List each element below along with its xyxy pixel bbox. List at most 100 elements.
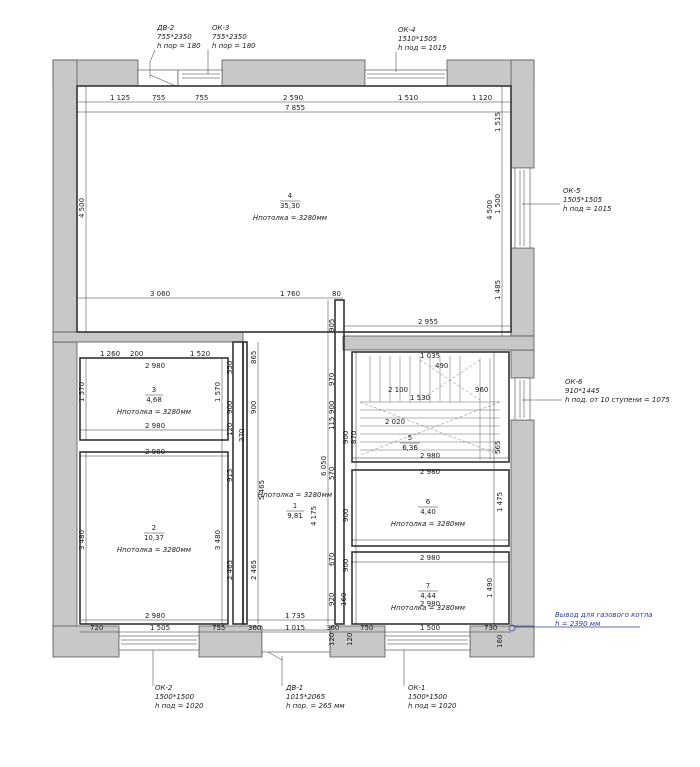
dim-r5-6: 2 020 xyxy=(385,418,405,426)
room-1-area: 9,81 xyxy=(287,512,303,520)
room-1-number: 1 xyxy=(293,502,297,510)
ok5-window xyxy=(514,167,531,249)
dim-s-6: 900 xyxy=(342,431,350,444)
dim-bot-10: 730 xyxy=(484,624,497,632)
ok4-name: ОК-4 xyxy=(398,26,415,34)
right-room-dimensions: 1 035 490 2 100 1 530 960 2 020 2 980 2 … xyxy=(385,352,488,562)
openings xyxy=(118,69,531,661)
ok1-size: 1500*1500 xyxy=(408,693,448,701)
room-7-outline xyxy=(351,551,510,625)
ok2-name: ОК-2 xyxy=(155,684,173,692)
dim-bot-6: 360 xyxy=(248,624,261,632)
callout-ok2: ОК-2 1500*1500 h под = 1020 xyxy=(152,650,204,710)
dim-s-1: 905 xyxy=(328,319,336,332)
wall-bottom-right xyxy=(469,625,535,658)
room-4-outline xyxy=(76,85,512,333)
ok5-h: h под = 1015 xyxy=(563,205,612,213)
ok1-h: h под = 1020 xyxy=(408,702,457,710)
room-5-label: 5 6,36 xyxy=(400,434,420,452)
partition-right xyxy=(334,299,345,625)
dim-r6-t: 2 980 xyxy=(420,468,440,476)
dim-bot-7: 360 xyxy=(326,624,339,632)
wall-left-upper xyxy=(52,59,78,333)
dim-s-16: 920 xyxy=(328,593,336,606)
gas-line2: h = 2390 мм xyxy=(555,620,601,628)
dim-r5-1: 1 035 xyxy=(420,352,440,360)
dim-top-4: 2 590 xyxy=(283,94,303,102)
dv2-size: 755*2350 xyxy=(157,33,192,41)
wall-bottom-left xyxy=(52,625,120,658)
room-7-number: 7 xyxy=(426,582,430,590)
dim-mid-1: 3 060 xyxy=(150,290,170,298)
dim-v3-2: 900 xyxy=(226,401,234,414)
ok3-size: 755*2350 xyxy=(212,33,247,41)
wall-right-ok6-top xyxy=(510,349,535,379)
partition-left-inner xyxy=(242,341,248,625)
top-dimensions: 1 125 755 755 2 590 1 510 1 120 7 855 xyxy=(110,94,492,112)
callout-dv1: ДВ-1 1015*2065 h пор. = 265 мм xyxy=(281,656,345,710)
callout-ok6: ОК-6 910*1445 h под. от 10 ступени = 107… xyxy=(522,378,670,404)
dim-v3-1: 1 570 xyxy=(214,382,222,402)
dim-r5-5: 960 xyxy=(475,386,488,394)
dim-r2-t: 2 980 xyxy=(145,448,165,456)
dim-right-1: 1 515 xyxy=(494,112,502,132)
callout-ok4: ОК-4 1510*1505 h под = 1015 xyxy=(395,26,447,72)
room-3-height: Hпотолка = 3280мм xyxy=(117,408,192,416)
wall-right-lower xyxy=(510,419,535,641)
room-2-outline xyxy=(79,451,229,625)
room-6-outline xyxy=(351,469,510,547)
room-1-label: Hпотолка = 3280мм 1 9,81 xyxy=(258,491,333,520)
dim-s-19: 160 xyxy=(340,593,348,606)
dim-r3-w: 2 980 xyxy=(145,362,165,370)
dv1-h: h пор. = 265 мм xyxy=(286,702,345,710)
dim-s-10: 900 xyxy=(342,509,350,522)
room-6-label: 6 4,40 Hпотолка = 3280мм xyxy=(391,498,466,528)
room-5-area: 6,36 xyxy=(402,444,418,452)
dim-left-1: 4 500 xyxy=(78,198,86,218)
ok4-h: h под = 1015 xyxy=(398,44,447,52)
opening-callouts: ДВ-2 755*2350 h пор = 180 ОК-3 755*2350 … xyxy=(149,24,670,710)
dim-s-12: 1 475 xyxy=(496,492,504,512)
ok4-size: 1510*1505 xyxy=(398,35,438,43)
room-2-number: 2 xyxy=(152,524,156,532)
room-3-number: 3 xyxy=(152,386,156,394)
dim-top-6: 1 120 xyxy=(472,94,492,102)
dim-mid-3: 80 xyxy=(332,290,341,298)
dim-s-13: 670 xyxy=(328,553,336,566)
dim-v3-6: 120 xyxy=(226,423,234,436)
dim-s-15: 1 490 xyxy=(486,578,494,598)
vertical-dimensions: 4 500 1 570 3 480 1 515 1 500 1 485 4 50… xyxy=(78,112,504,648)
room-1-height: Hпотолка = 3280мм xyxy=(258,491,333,499)
room-2-label: 2 10,37 Hпотолка = 3280мм xyxy=(117,524,192,554)
dim-s-17: 120 xyxy=(328,633,336,646)
dim-left-3: 3 480 xyxy=(78,530,86,550)
dim-mid-2: 1 760 xyxy=(280,290,300,298)
dim-r5-3: 2 100 xyxy=(388,386,408,394)
ok6-h: h под. от 10 ступени = 1075 xyxy=(565,396,670,404)
wall-right-upper xyxy=(510,59,535,169)
dim-r5-4: 1 530 xyxy=(410,394,430,402)
dim-r5-b: 2 980 xyxy=(420,452,440,460)
dim-bot-3: 755 xyxy=(212,624,225,632)
dim-right-3: 1 485 xyxy=(494,280,502,300)
dim-s-3: 900 xyxy=(328,401,336,414)
room-4-height: Hпотолка = 3280мм xyxy=(253,214,328,222)
bottom-dimensions: 720 1 505 755 1 735 1 015 360 360 750 1 … xyxy=(90,600,497,632)
dv2-door xyxy=(137,69,179,87)
dim-right-2: 1 500 xyxy=(494,194,502,214)
wall-right-mid xyxy=(510,247,535,337)
ok5-name: ОК-5 xyxy=(563,187,581,195)
dim-mid-4: 2 955 xyxy=(418,318,438,326)
ok2-h: h под = 1020 xyxy=(155,702,204,710)
dim-bot-2: 1 505 xyxy=(150,624,170,632)
wall-mid-right xyxy=(342,335,535,351)
wall-top-mid xyxy=(221,59,366,87)
ok5-size: 1505*1505 xyxy=(563,196,603,204)
dim-v1-1: 5 465 xyxy=(258,480,266,500)
callout-ok1: ОК-1 1500*1500 h под = 1020 xyxy=(403,650,457,710)
dim-v1-2: 915 xyxy=(226,469,234,482)
dim-s-14: 900 xyxy=(342,559,350,572)
dim-v3-5: 550 xyxy=(226,361,234,374)
dim-r3-2: 200 xyxy=(130,350,143,358)
wall-left-lower xyxy=(52,341,78,644)
